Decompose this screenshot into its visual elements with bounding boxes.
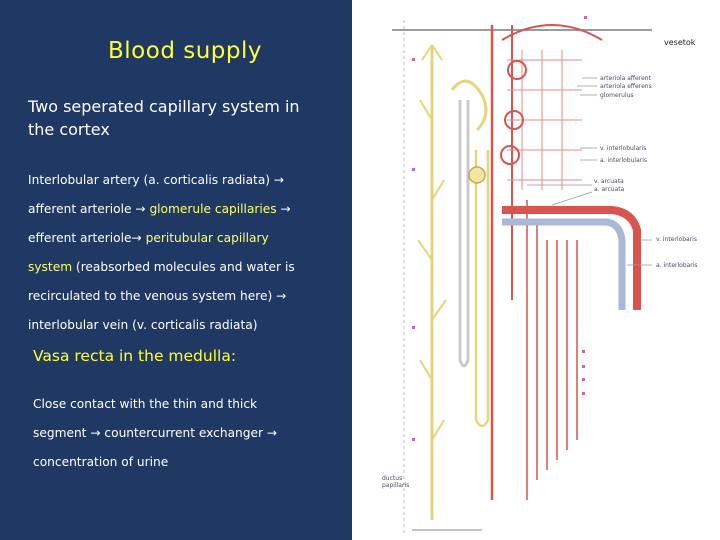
medulla-heading: Vasa recta in the medulla: <box>33 347 237 365</box>
label-v-interlobaris: v. interlobaris <box>656 236 697 243</box>
arcuate-vein <box>502 218 626 310</box>
convoluted-tubule <box>450 79 488 132</box>
line-text: afferent arteriole → <box>28 202 150 216</box>
henle-loop-1 <box>458 100 470 368</box>
line-text: recirculated to the venous system here) … <box>28 289 287 303</box>
subtitle: Two seperated capillary system in the co… <box>28 97 300 139</box>
label-a-interlobularis: a. interlobularis <box>600 157 648 164</box>
label-v-interlobularis: v. interlobularis <box>600 145 647 152</box>
body-line-1: Interlobular artery (a. corticalis radia… <box>28 173 284 187</box>
medulla-line-2: segment → countercurrent exchanger → <box>33 426 278 440</box>
label-a-arcuata: a. arcuata <box>594 186 625 193</box>
highlight-glomerule: glomerule capillaries <box>149 202 277 216</box>
glomerulus-4 <box>468 166 486 184</box>
highlight-system: system <box>28 260 73 274</box>
slide-title: Blood supply <box>108 38 262 64</box>
line-text: interlobular vein (v. corticalis radiata… <box>28 318 258 332</box>
medulla-line-1: Close contact with the thin and thick <box>33 397 258 411</box>
body-line-5: recirculated to the venous system here) … <box>28 289 286 303</box>
peritubular-capillaries <box>507 50 582 190</box>
line-text: efferent arteriole→ <box>28 231 146 245</box>
body-line-3: efferent arteriole→ peritubular capillar… <box>28 231 269 245</box>
glomerulus-1 <box>507 60 527 80</box>
line-text: Interlobular artery (a. corticalis radia… <box>28 173 285 187</box>
label-arteriola-efferens: arteriola efferens <box>600 83 652 90</box>
henle-loop-2 <box>474 150 490 428</box>
body-line-2: afferent arteriole → glomerule capillari… <box>28 202 291 216</box>
label-a-interlobaris: a. interlobaris <box>656 262 698 269</box>
body-line-4: system (reabsorbed molecules and water i… <box>28 260 295 274</box>
vasa-recta <box>526 200 578 500</box>
line-text: (reabsorbed molecules and water is <box>72 260 295 274</box>
label-vesetok: vesetok <box>664 38 696 47</box>
medulla-line-3: concentration of urine <box>33 455 169 469</box>
label-arteriola-afferent: arteriola afferent <box>600 75 651 82</box>
figure-drawing <box>392 16 652 535</box>
body-line-6: interlobular vein (v. corticalis radiata… <box>28 318 257 332</box>
marker-dots <box>412 16 587 441</box>
label-pointers <box>527 77 652 266</box>
arcuate-artery <box>502 206 641 310</box>
label-ductus-papillaris: ductus papillaris <box>382 475 410 489</box>
line-text: → <box>276 202 291 216</box>
nephron-blood-supply-figure: vesetok arteriola afferent arteriola eff… <box>352 0 720 540</box>
label-glomerulus: glomerulus <box>600 92 634 99</box>
highlight-peritubular: peritubular capillary <box>145 231 269 245</box>
label-v-arcuata: v. arcuata <box>594 178 624 185</box>
duct-branches <box>417 99 447 441</box>
glomerulus-3 <box>500 145 520 165</box>
glomerulus-2 <box>504 110 524 130</box>
